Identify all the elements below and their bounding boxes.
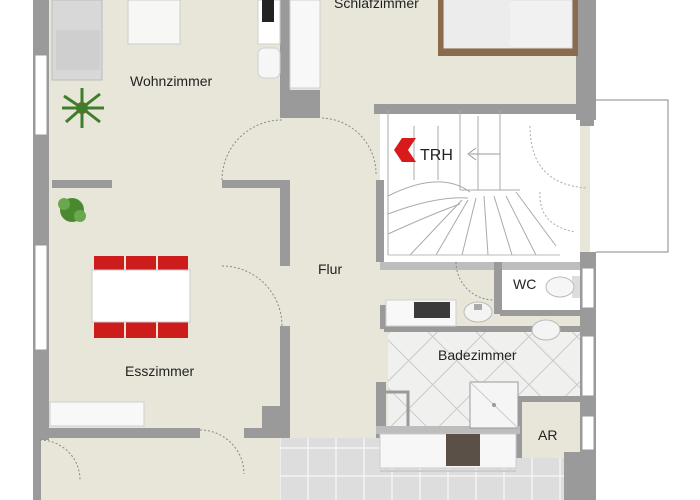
stove-icon <box>446 434 480 466</box>
dining-set-icon <box>91 256 191 338</box>
shower-icon <box>469 381 519 429</box>
staircase <box>387 110 560 256</box>
room-label-wc: WC <box>513 276 536 292</box>
walls <box>33 0 596 500</box>
stair-label: TRH <box>420 147 453 164</box>
cabinet <box>257 0 321 89</box>
toilet-icon <box>545 276 580 298</box>
floor-areas <box>40 0 590 500</box>
arrow-left-icon <box>394 138 416 162</box>
door-swings <box>39 117 495 481</box>
sofa-icon <box>51 0 103 81</box>
kitchen-units <box>379 433 517 472</box>
plant-icon <box>58 198 86 222</box>
room-label-esszimmer: Esszimmer <box>125 363 195 379</box>
coffee-table <box>127 0 181 45</box>
exterior-landing <box>529 99 669 253</box>
room-label-badezimmer: Badezimmer <box>438 347 517 363</box>
bed-icon <box>438 0 578 56</box>
room-label-ar: AR <box>538 427 557 443</box>
room-label-schlafzimmer: Schlafzimmer <box>334 0 419 11</box>
sideboard <box>49 401 145 427</box>
sink-icon <box>531 319 561 341</box>
sink-icon <box>463 301 493 323</box>
bath-counter <box>385 299 457 327</box>
room-label-wohnzimmer: Wohnzimmer <box>130 73 213 89</box>
room-label-flur: Flur <box>318 261 342 277</box>
plant-icon <box>62 88 104 128</box>
